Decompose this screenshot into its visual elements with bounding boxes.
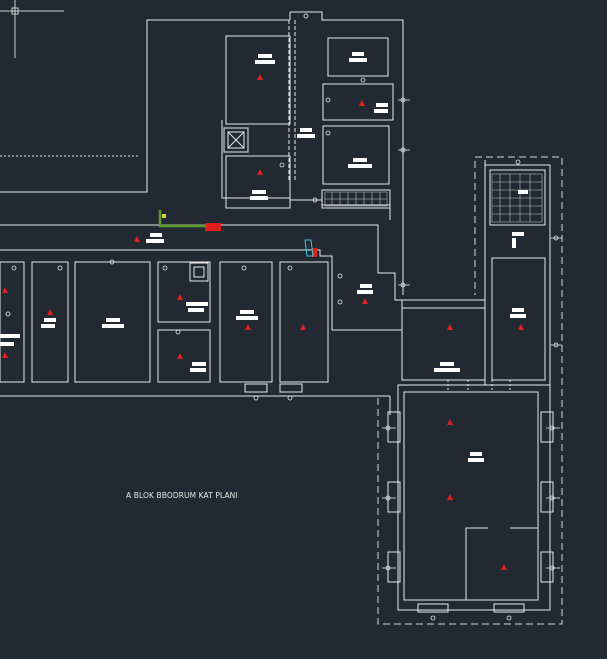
wall-lines <box>0 11 551 611</box>
fire-marker-icons <box>2 74 524 570</box>
hatch-patterns <box>324 173 543 223</box>
column-symbol-icons <box>244 383 554 613</box>
dashed-boundary <box>377 156 563 625</box>
green-line <box>158 210 206 228</box>
plan-title: A BLOK BBODRUM KAT PLANI <box>126 491 238 500</box>
furniture-blocks <box>0 52 528 462</box>
electrical-outlet-icons <box>5 13 562 621</box>
yellow-marker <box>162 214 166 218</box>
cyan-fixture <box>304 239 314 257</box>
elevator-shaft <box>189 127 249 282</box>
crosshair-cursor-icon <box>0 0 64 58</box>
